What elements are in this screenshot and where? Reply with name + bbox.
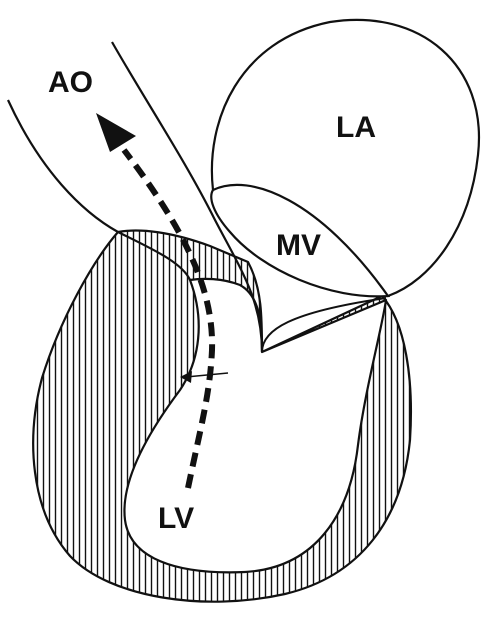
flow-arrowhead	[96, 113, 136, 152]
label-mv: MV	[276, 229, 321, 262]
label-la: LA	[336, 111, 376, 144]
label-lv: LV	[158, 502, 194, 535]
label-ao: AO	[48, 66, 93, 99]
